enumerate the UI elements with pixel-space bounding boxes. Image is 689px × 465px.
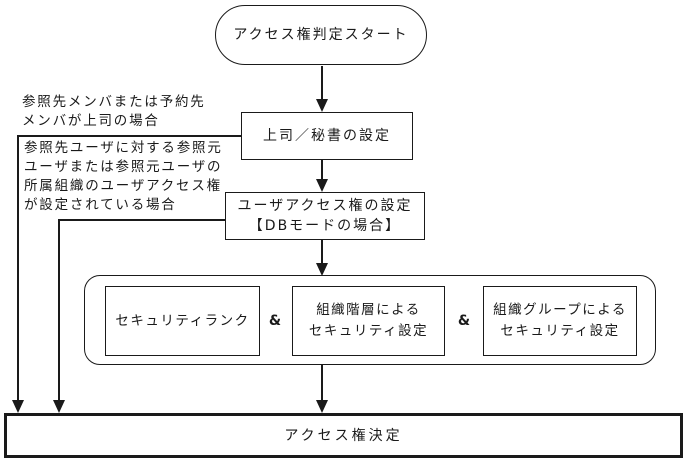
- boss-secretary-box: 上司／秘書の設定: [241, 112, 413, 160]
- user-access-condition-label: 参照先ユーザに対する参照元 ユーザまたは参照元ユーザの 所属組織のユーザアクセス…: [24, 140, 223, 213]
- arrow-group-to-decision-line: [321, 365, 323, 401]
- arrowhead-down-icon: [315, 179, 328, 192]
- org-group-box: 組織グループによる セキュリティ設定: [483, 286, 637, 356]
- arrow-boss-to-useraccess-line: [321, 160, 323, 180]
- arrowhead-down-icon: [315, 99, 328, 112]
- user-access-condition-connector-v: [58, 219, 60, 401]
- user-access-condition-connector-h: [59, 219, 225, 221]
- security-rank-label: セキュリティランク: [115, 312, 250, 329]
- arrowhead-down-icon: [315, 400, 328, 413]
- org-group-label: 組織グループによる セキュリティ設定: [493, 302, 627, 339]
- boss-condition-connector-h: [18, 135, 241, 137]
- user-access-box: ユーザアクセス権の設定 【DBモードの場合】: [225, 192, 425, 240]
- boss-condition-connector-v: [17, 135, 19, 401]
- arrow-start-to-boss-line: [321, 66, 323, 100]
- arrowhead-down-icon: [315, 263, 328, 276]
- arrowhead-down-icon: [11, 400, 24, 413]
- org-hierarchy-box: 組織階層による セキュリティ設定: [292, 286, 445, 356]
- decision-label: アクセス権決定: [284, 427, 403, 444]
- arrow-useraccess-to-group-line: [321, 240, 323, 264]
- arrowhead-down-icon: [52, 400, 65, 413]
- boss-secretary-label: 上司／秘書の設定: [263, 128, 391, 144]
- boss-condition-label: 参照先メンバまたは予約先 メンバが上司の場合: [22, 94, 206, 129]
- user-access-label: ユーザアクセス権の設定 【DBモードの場合】: [237, 198, 413, 234]
- start-terminator: アクセス権判定スタート: [215, 5, 427, 65]
- org-hierarchy-label: 組織階層による セキュリティ設定: [308, 302, 429, 339]
- and-operator-2: &: [457, 313, 471, 329]
- and-operator-1: &: [268, 313, 282, 329]
- start-label: アクセス権判定スタート: [233, 27, 409, 43]
- security-rank-box: セキュリティランク: [105, 286, 260, 356]
- decision-box: アクセス権決定: [4, 413, 683, 458]
